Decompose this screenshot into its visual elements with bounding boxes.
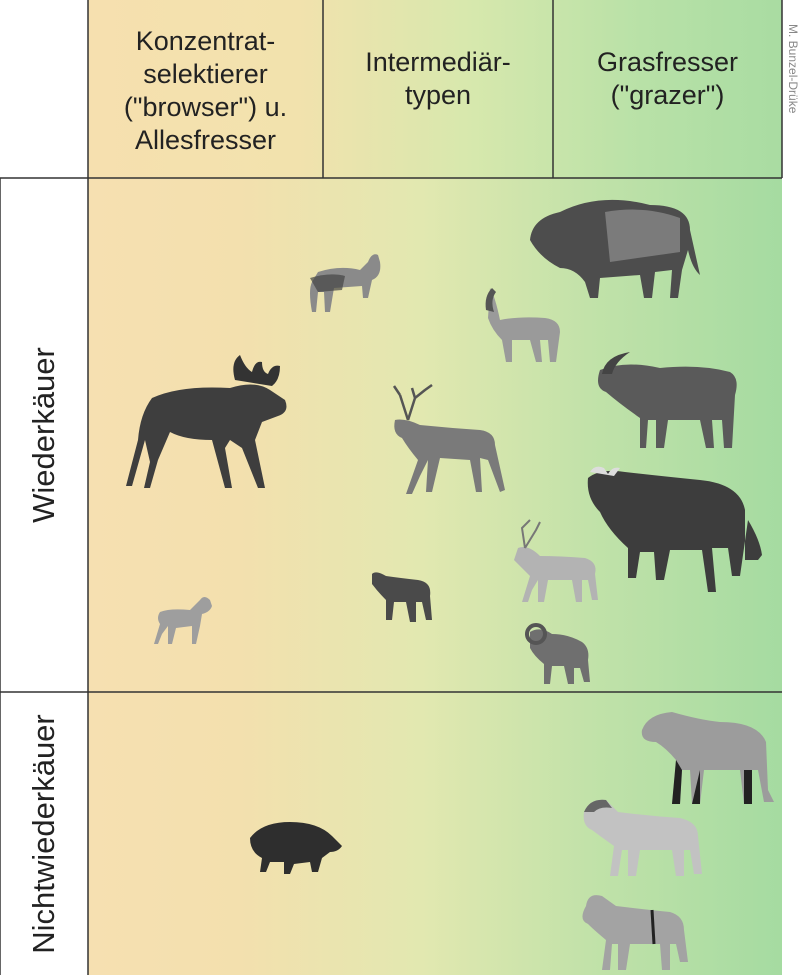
goat-icon bbox=[310, 254, 380, 312]
roe-deer-icon bbox=[154, 597, 212, 644]
moose-icon bbox=[126, 355, 286, 488]
wild-ass-icon bbox=[584, 800, 702, 876]
bison-icon bbox=[530, 200, 700, 298]
przewalski-horse-icon bbox=[642, 712, 774, 804]
chamois-icon bbox=[372, 572, 432, 622]
mouflon-icon bbox=[527, 625, 590, 684]
water-buffalo-icon bbox=[598, 352, 737, 448]
aurochs-icon bbox=[588, 467, 762, 592]
ibex-icon bbox=[486, 288, 560, 362]
donkey-icon bbox=[582, 895, 688, 970]
fallow-deer-icon bbox=[514, 520, 598, 602]
red-deer-icon bbox=[394, 385, 505, 494]
wild-boar-icon bbox=[250, 822, 342, 874]
